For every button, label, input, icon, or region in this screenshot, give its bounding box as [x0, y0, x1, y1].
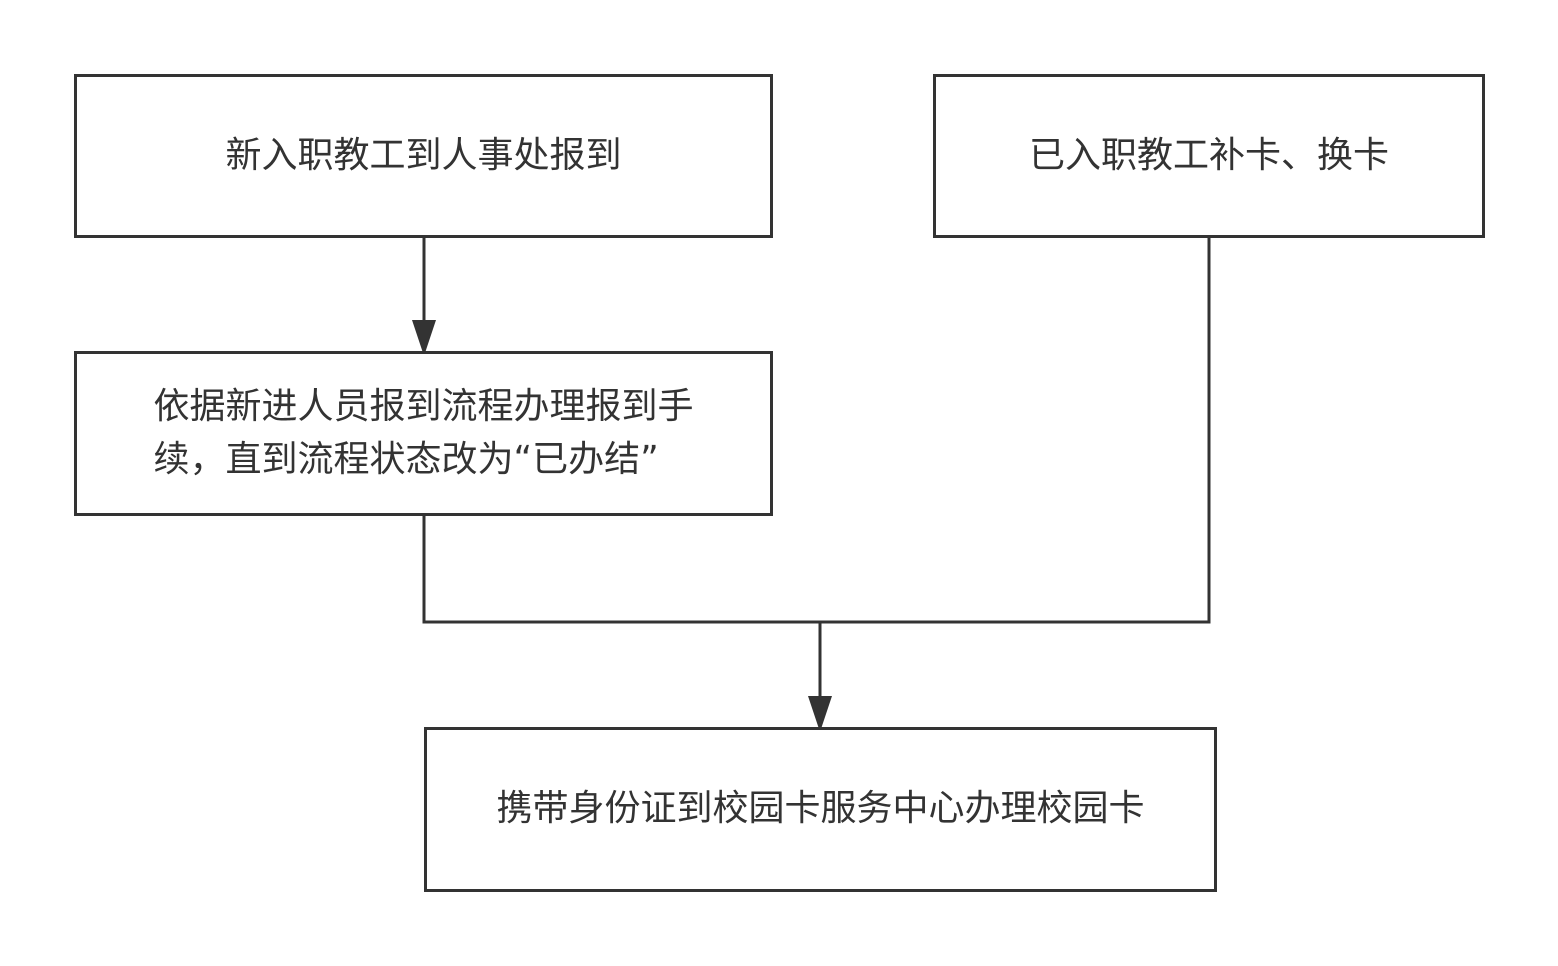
arrowhead-service-center: [808, 696, 832, 732]
node-new-staff-label: 新入职教工到人事处报到: [225, 134, 622, 176]
arrowhead-onboarding: [412, 320, 436, 356]
node-existing-staff-label: 已入职教工补卡、换卡: [1028, 134, 1389, 176]
node-onboarding-process: 依据新进人员报到流程办理报到手 续，直到流程状态改为“已办结”: [74, 351, 773, 516]
connector-onboarding-to-merge: [422, 516, 820, 624]
connector-existing-to-merge: [820, 238, 1211, 624]
node-onboarding-label: 依据新进人员报到流程办理报到手 续，直到流程状态改为“已办结”: [101, 381, 745, 485]
node-existing-staff-card: 已入职教工补卡、换卡: [933, 74, 1485, 238]
node-service-center-label: 携带身份证到校园卡服务中心办理校园卡: [496, 788, 1145, 830]
node-campus-card-service: 携带身份证到校园卡服务中心办理校园卡: [424, 727, 1217, 892]
node-onboarding-line-1: 依据新进人员报到流程办理报到手: [153, 386, 694, 428]
node-new-staff-report: 新入职教工到人事处报到: [74, 74, 773, 238]
node-onboarding-line-2: 续，直到流程状态改为“已办结”: [153, 438, 659, 480]
